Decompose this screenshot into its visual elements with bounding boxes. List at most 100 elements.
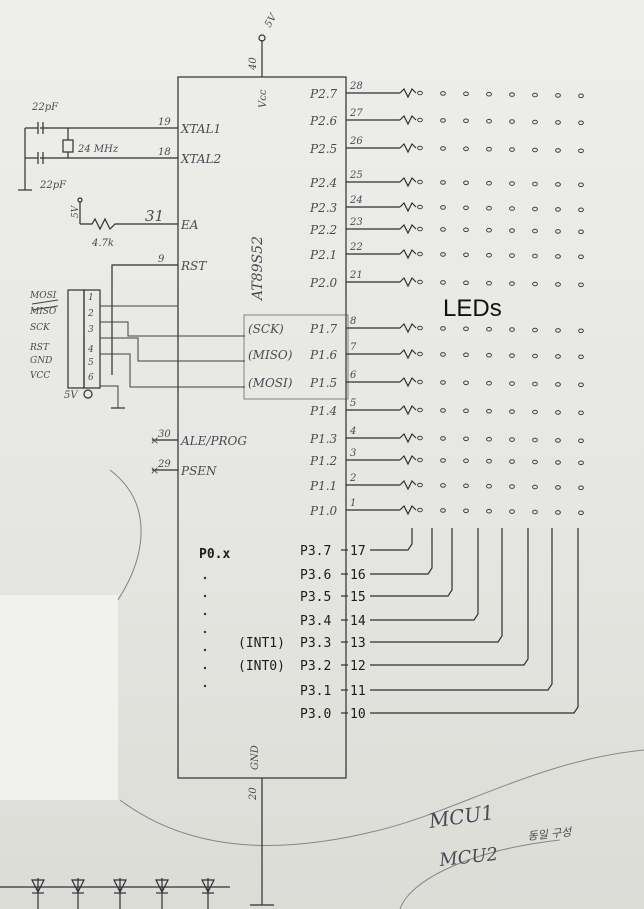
vcc-supply-label: 5V [263,11,280,30]
led-dot [463,380,469,386]
led-dot [555,438,561,443]
led-dot [417,482,423,488]
led-dot [440,252,446,257]
led-dot [509,353,515,358]
left-pin-number: 18 [158,147,171,158]
p1-pin-number: 4 [349,426,356,437]
p0-pin-dot [203,612,207,616]
led-dot [509,409,515,414]
p3-pin-number: 13 [350,636,366,651]
led-dot [486,352,492,358]
isp-signal-label: (MISO) [248,348,293,362]
led-dot [486,508,492,514]
p0-pin-dot [203,594,207,598]
p3-column-wire [370,528,503,643]
led-dot [486,280,492,286]
led-dot [532,509,538,515]
p2-pin-name: P2.7 [309,87,338,101]
ea-pullup: 5V 4.7k [71,197,178,249]
row-resistor [399,479,417,491]
led-dot [486,227,492,233]
led-dot [417,325,423,331]
led-dot [440,352,446,357]
left-pin-number: 30 [158,429,171,440]
led-dot [440,280,446,285]
led-dot [509,181,515,186]
row-resistor [399,454,417,466]
led-dot [463,146,469,152]
led-dot [509,119,515,124]
row-resistor [399,223,417,235]
led-dot [486,146,492,152]
led-dot [417,145,423,151]
p0-pin-dot [203,576,207,580]
diode-row [0,878,230,909]
p2-pin-number: 21 [349,270,363,281]
no-connect-mark: × [150,464,159,477]
led-dot [578,254,584,260]
led-dot [509,459,515,464]
row-resistor [399,432,417,444]
left-pin-name: ALE/PROG [180,434,247,448]
p2-pin-number: 28 [349,81,363,92]
p1-pin-number: 8 [350,316,356,327]
ea-resistor-label: 4.7k [91,238,114,249]
led-dot [463,205,469,211]
led-dot [463,227,469,233]
led-dot [463,436,469,442]
led-dot [440,436,446,441]
led-dot [532,228,538,234]
led-dot [555,229,561,234]
led-dot [463,326,469,332]
isp-signal-name: VCC [30,371,50,381]
p3-pin-number: 16 [350,568,366,583]
led-dot [440,227,446,232]
led-dot [532,147,538,153]
mcu1-note: MCU1 [426,800,495,833]
led-dot [532,409,538,415]
led-dot [578,182,584,188]
row-resistor [399,114,417,126]
led-dot [440,205,446,210]
led-dot [417,251,423,257]
led-dot [578,510,584,516]
p2-pin-name: P2.5 [309,142,337,156]
led-dot [532,437,538,443]
led-dot [578,382,584,388]
led-dot [532,381,538,387]
diode-icon [71,879,85,894]
led-dot [555,282,561,287]
crystal-cap2-label: 22pF [39,180,67,191]
led-dot [509,381,515,386]
led-dot [555,485,561,490]
led-dot [509,206,515,211]
led-dot [440,380,446,385]
led-dot [486,91,492,97]
isp-signal-name: SCK [30,323,51,333]
p3-pin-name: P3.0 [300,707,331,722]
led-dot [486,118,492,124]
isp-pin-number: 5 [88,358,94,368]
p2-pin-name: P2.3 [309,201,338,215]
led-dot [417,90,423,96]
p3-pin-number: 11 [350,684,366,699]
p3-pin-name: P3.6 [300,568,331,583]
led-dot [440,180,446,185]
led-dot [555,93,561,98]
p3-column-wire [370,528,453,597]
led-dot [463,91,469,97]
p3-pin-name: P3.4 [300,614,331,629]
p3-column-wire [370,528,413,551]
led-dot [555,148,561,153]
isp-pin-number: 2 [87,309,94,319]
row-resistor [399,322,417,334]
led-dot [532,281,538,287]
led-dot [486,252,492,258]
isp-supply-label: 5V [64,390,79,401]
diode-icon [201,879,215,894]
isp-signal-name: GND [30,356,52,366]
p0-pin-dot [203,648,207,652]
led-dot [417,435,423,441]
led-dot [555,460,561,465]
led-dot [463,508,469,514]
